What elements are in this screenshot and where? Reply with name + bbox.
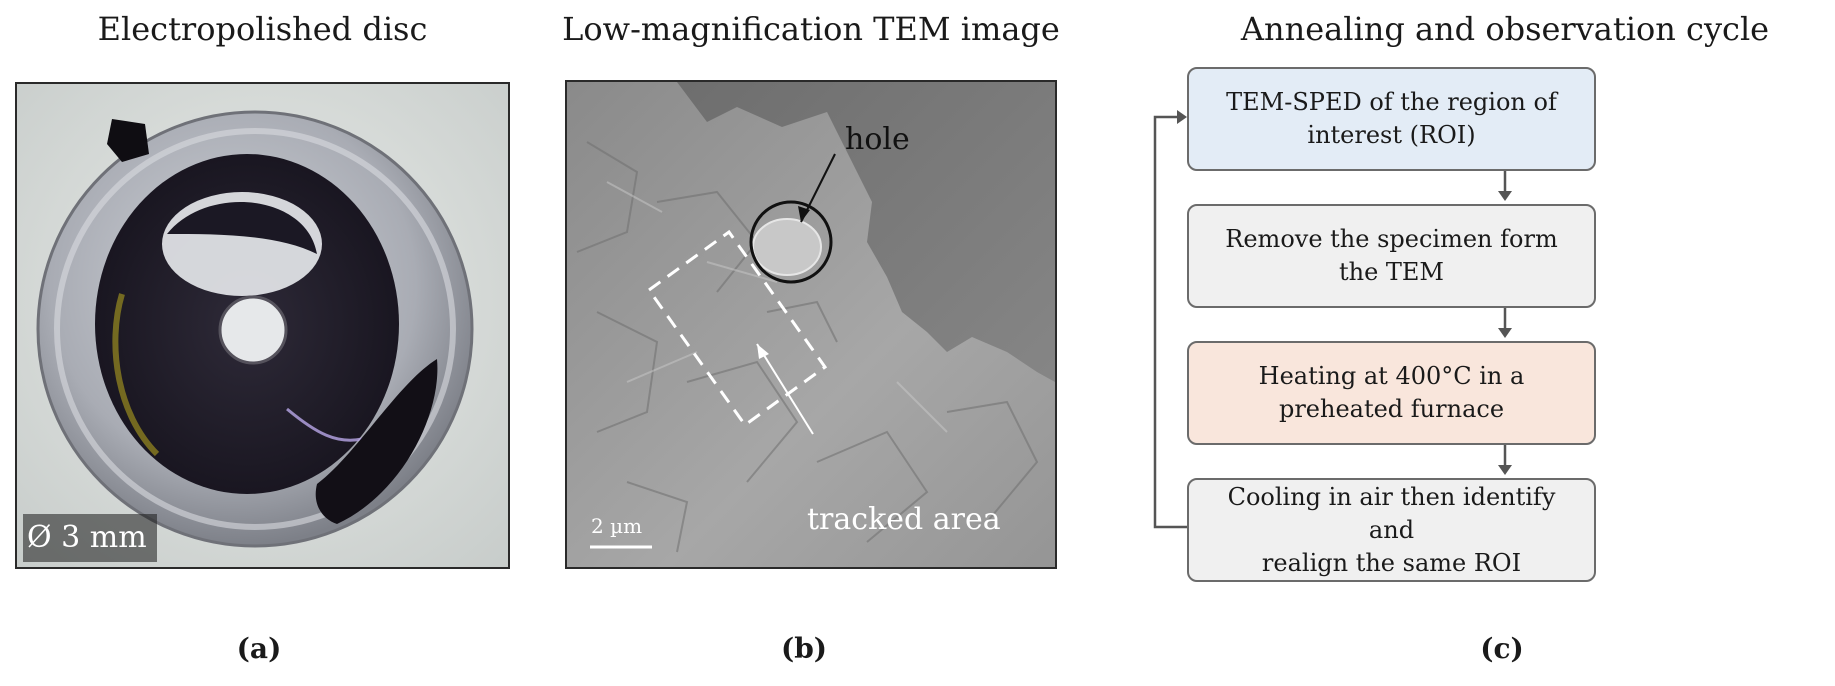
disc-illustration [17,84,508,567]
hole-region [752,218,822,276]
tracked-area-label: tracked area [807,502,1001,537]
tracked-area-box [646,229,828,428]
edge-notch [107,119,149,162]
step-tem-sped: TEM-SPED of the region of interest (ROI) [1187,67,1596,171]
hole-marker-circle [749,200,833,284]
panel-a-title: Electropolished disc [97,10,428,48]
step-3-text: Heating at 400°C in a preheated furnace [1258,362,1525,423]
specimen-region [567,82,1055,567]
tem-illustration [567,82,1055,567]
tem-scale-label: 2 µm [591,514,643,538]
center-hole [218,295,288,365]
hole-label: hole [845,122,910,157]
step-heating: Heating at 400°C in a preheated furnace [1187,341,1596,445]
panel-c-title: Annealing and observation cycle [1240,10,1770,48]
step-4-text: Cooling in air then identify and realign… [1227,482,1556,577]
panel-c-sublabel: (c) [1480,632,1524,665]
step-1-text: TEM-SPED of the region of interest (ROI) [1226,88,1557,149]
loop-back-arrow [1153,115,1187,529]
disc-scale-label: Ø 3 mm [27,520,147,555]
panel-b-sublabel: (b) [780,632,828,665]
tracked-arrow [756,343,814,435]
grain-texture [576,141,1039,553]
step-remove-specimen: Remove the specimen form the TEM [1187,204,1596,308]
step-cooling-realign: Cooling in air then identify and realign… [1187,478,1596,582]
panel-a-sublabel: (a) [236,632,282,665]
tem-image: hole tracked area 2 µm [565,80,1057,569]
panel-b-title: Low-magnification TEM image [562,10,1060,48]
step-2-text: Remove the specimen form the TEM [1225,225,1558,286]
disc-photo: Ø 3 mm [15,82,510,569]
